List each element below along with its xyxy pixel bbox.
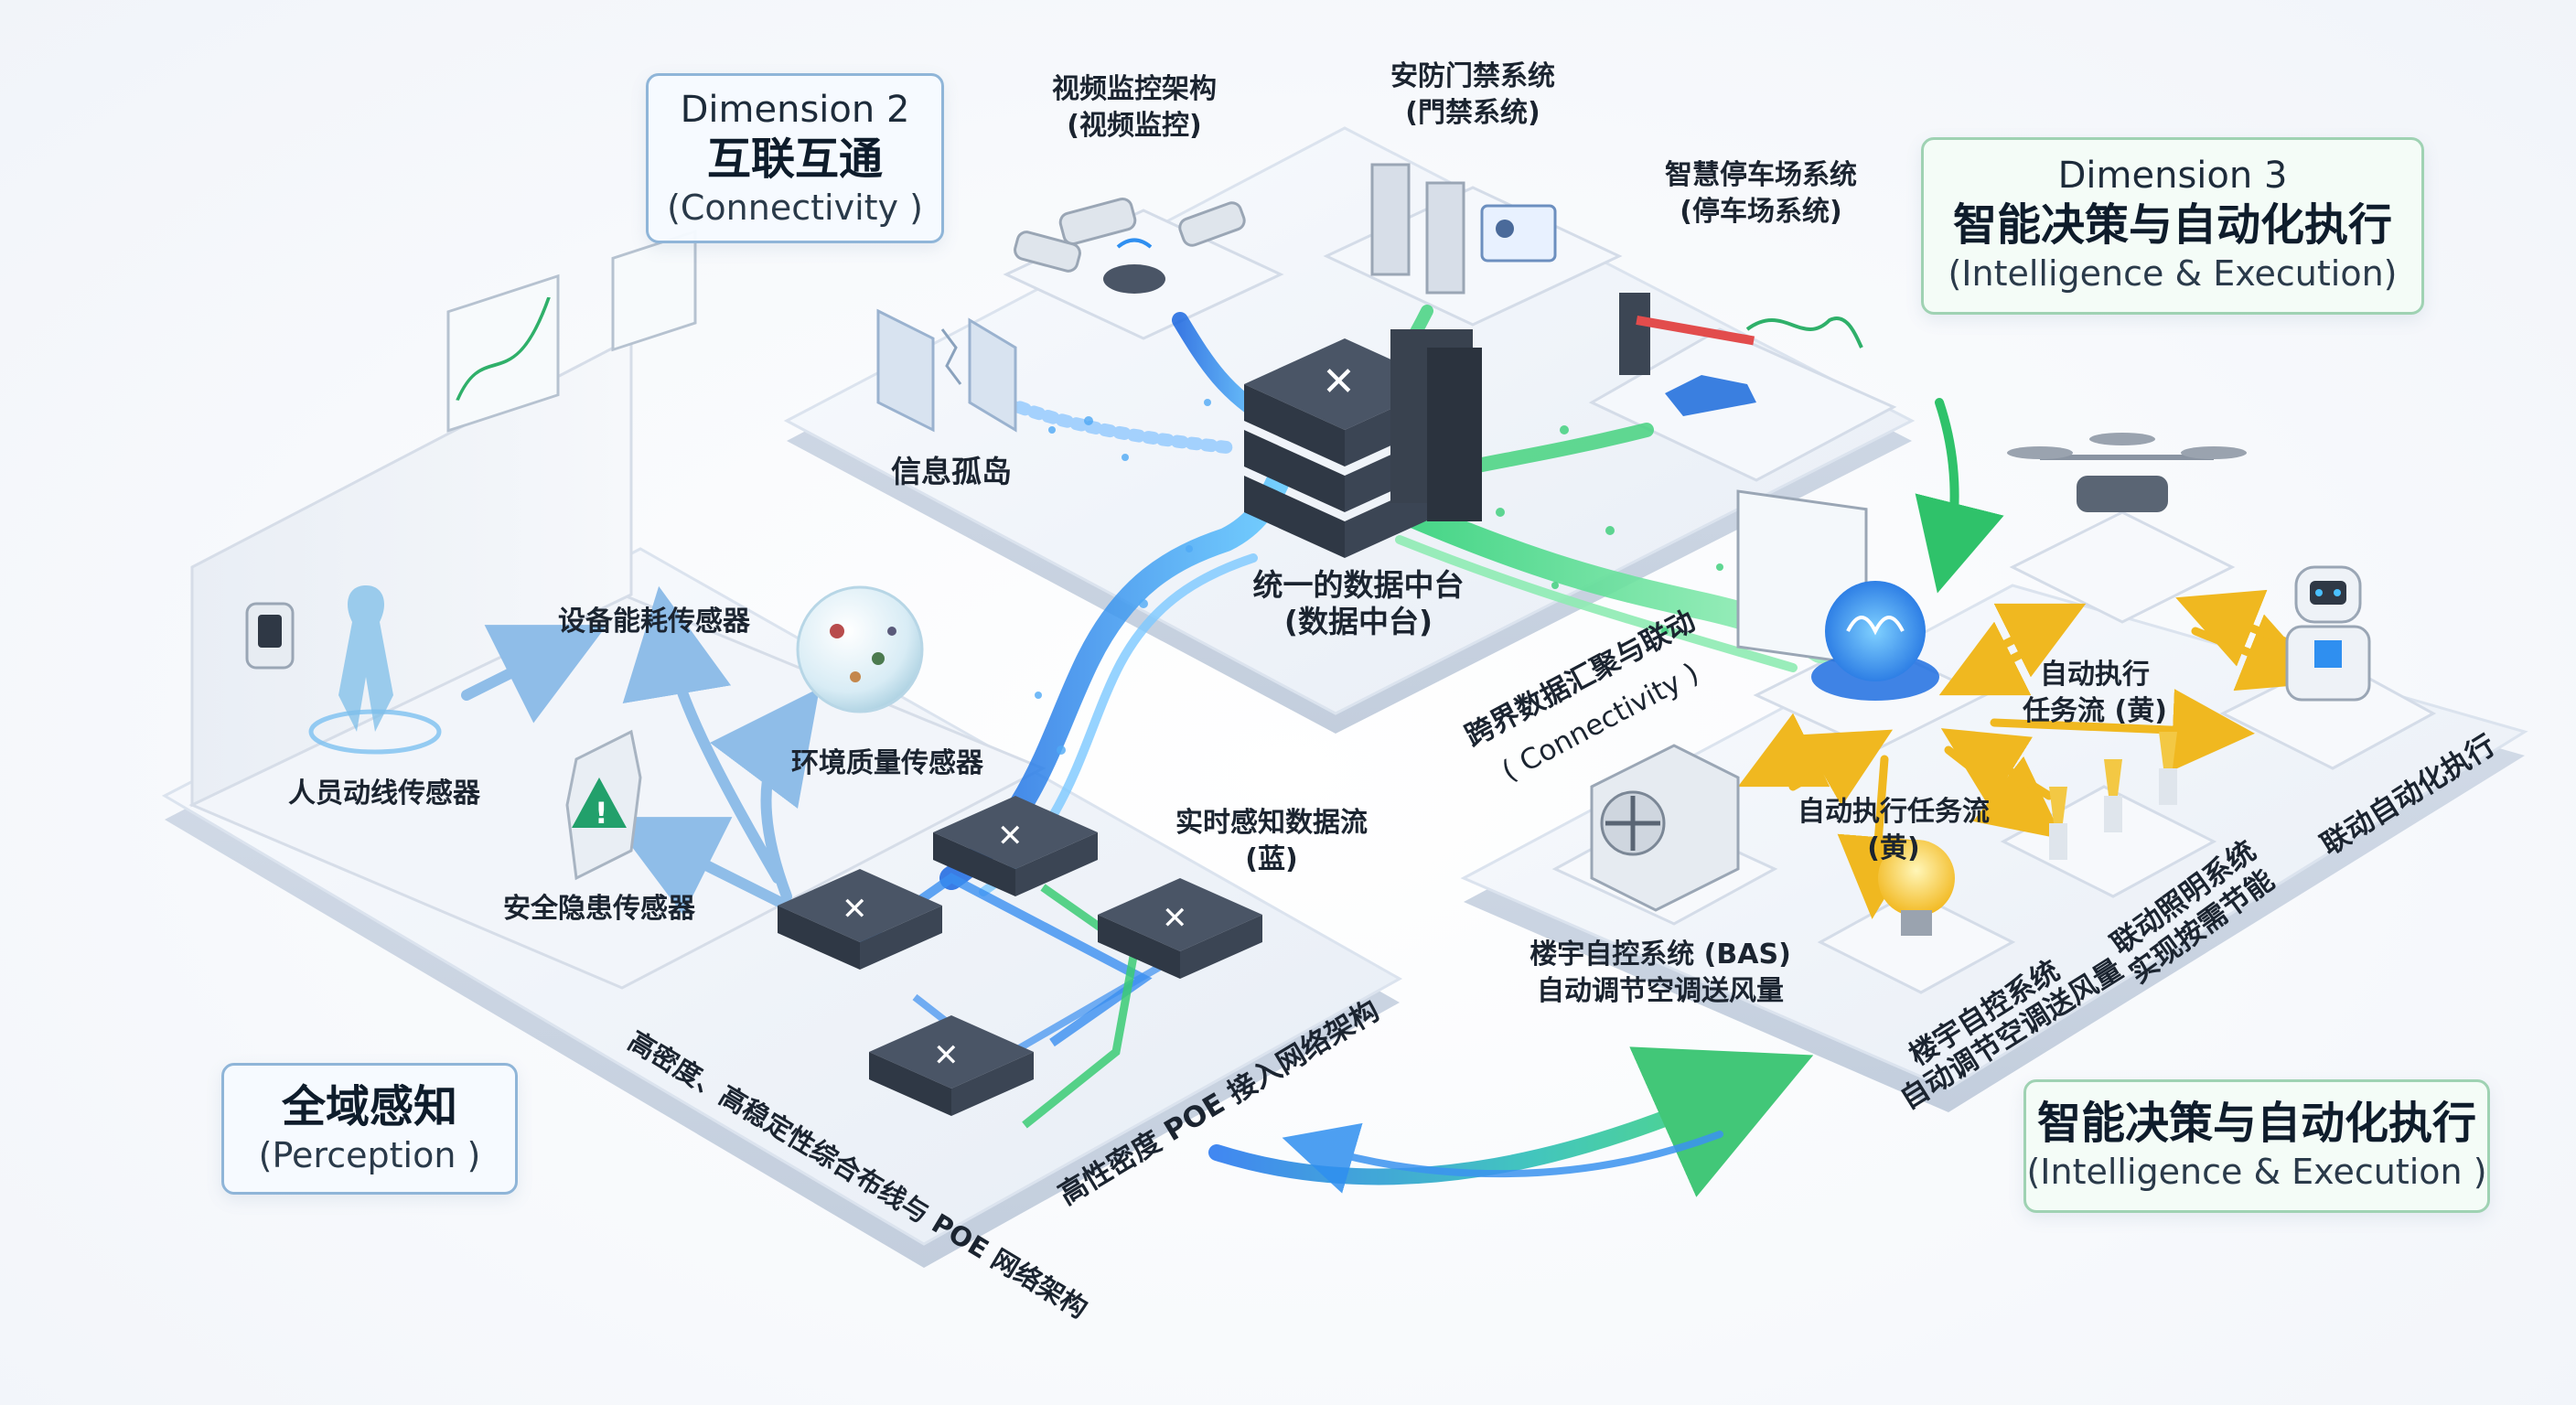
bas-label: 楼宇自控系统 (BAS) 自动调节空调送风量 [1519, 937, 1802, 1010]
sensor-arrows [461, 585, 820, 916]
people-motion-sensor-icon [245, 585, 442, 755]
dimension3-title: 智能决策与自动化执行 [1952, 199, 2392, 251]
dimension3-box: Dimension 3 智能决策与自动化执行 (Intelligence & E… [1921, 137, 2424, 315]
perception-subtitle: (Perception ) [258, 1135, 481, 1175]
svg-text:✕: ✕ [933, 1037, 960, 1074]
task-flow-top-label: 自动执行 任务流 (黄) [2003, 657, 2186, 730]
linked-lighting-icon [2049, 732, 2177, 860]
light-bulb-icon [1878, 840, 1955, 936]
bottom-return-arrow [1208, 1046, 1814, 1197]
video-surveillance-label: 视频监控架构 (视频监控) [1025, 71, 1244, 145]
hvac-unit-icon [1590, 744, 1740, 912]
video-label-line2: (视频监控) [1067, 110, 1202, 142]
intelligence-title: 智能决策与自动化执行 [2036, 1098, 2476, 1149]
bottom-return-arrow-2 [1282, 1122, 1723, 1194]
safety-hazard-sensor-icon: ! [565, 729, 642, 881]
video-label-line1: 视频监控架构 [1052, 73, 1217, 105]
dimension3-arrow [1915, 398, 2004, 594]
realtime-data-flow [939, 464, 1293, 890]
intelligence-subtitle: (Intelligence & Execution ) [2026, 1152, 2487, 1192]
data-particles [1035, 399, 1211, 755]
parking-label-line1: 智慧停车场系统 [1665, 159, 1857, 191]
energy-chart-panel-icon [446, 230, 697, 433]
task-top-line2: 任务流 (黄) [2023, 695, 2167, 727]
safety-sensor-label: 安全隐患传感器 [503, 893, 695, 925]
task-flows [1737, 589, 2325, 919]
task-flow-mid-label: 自动执行任务流 (黄) [1784, 794, 2003, 867]
access-label-line1: 安防门禁系统 [1390, 60, 1555, 92]
environment-sensor-label: 环境质量传感器 [791, 747, 983, 779]
service-robot-icon [2285, 565, 2371, 702]
people-sensor-label: 人员动线传感器 [288, 778, 480, 810]
perception-switches: ✕ ✕ ✕ ✕ [778, 796, 1262, 1116]
energy-sensor-label: 设备能耗传感器 [558, 606, 750, 638]
smart-parking-label: 智慧停车场系统 (停车场系统) [1637, 157, 1884, 231]
realtime-label-line1: 实时感知数据流 [1175, 807, 1368, 839]
central-switch-stack: ✕ [1244, 329, 1482, 558]
bas-label-line2: 自动调节空调送风量 [1537, 975, 1784, 1007]
dimension3-label: Dimension 3 [2057, 155, 2288, 197]
access-control-label: 安防门禁系统 (門禁系统) [1363, 59, 1583, 132]
realtime-label-line2: (蓝) [1245, 843, 1298, 875]
perception-box: 全域感知 (Perception ) [221, 1063, 518, 1195]
information-island-icon [876, 308, 1017, 433]
access-label-line2: (門禁系统) [1405, 97, 1540, 129]
svg-text:✕: ✕ [1162, 900, 1188, 937]
environment-quality-orb-icon [796, 585, 924, 713]
svg-text:✕: ✕ [842, 891, 868, 928]
parking-data-flow [1465, 423, 1654, 474]
realtime-flow-label: 实时感知数据流 (蓝) [1157, 805, 1386, 878]
island-data-flow [1000, 396, 1241, 455]
task-mid-line1: 自动执行任务流 [1798, 796, 1990, 828]
dimension2-box: Dimension 2 互联互通 (Connectivity ) [646, 73, 944, 243]
cross-domain-flow-thin [1395, 535, 1798, 672]
dimension2-label: Dimension 2 [680, 89, 910, 131]
svg-text:!: ! [595, 796, 608, 831]
data-center-label-line2: (数据中台) [1283, 604, 1433, 639]
drone-icon [2007, 433, 2247, 512]
poe-green-link [1022, 884, 1139, 1129]
cctv-camera-icons [1014, 197, 1246, 294]
svg-text:✕: ✕ [997, 818, 1024, 854]
green-particles [1496, 425, 1723, 635]
information-island-label: 信息孤岛 [891, 454, 1012, 489]
data-center-label: 统一的数据中台 (数据中台) [1226, 567, 1491, 640]
task-top-line1: 自动执行 [2040, 659, 2150, 691]
data-center-label-line1: 统一的数据中台 [1252, 567, 1465, 603]
svg-text:✕: ✕ [1322, 359, 1356, 405]
dimension2-title: 互联互通 [706, 134, 883, 185]
dimension2-subtitle: (Connectivity ) [667, 188, 923, 228]
parking-barrier-icon [1619, 293, 1868, 667]
perception-title: 全域感知 [281, 1081, 457, 1132]
intelligence-box: 智能决策与自动化执行 (Intelligence & Execution ) [2023, 1079, 2490, 1213]
parking-label-line2: (停车场系统) [1680, 196, 1842, 228]
dimension3-subtitle: (Intelligence & Execution) [1948, 253, 2398, 294]
bas-label-line1: 楼宇自控系统 (BAS) [1530, 938, 1791, 971]
ai-brain-hub-icon [1811, 581, 1939, 701]
access-gate-icon [1370, 163, 1557, 295]
task-mid-line2: (黄) [1867, 832, 1920, 864]
